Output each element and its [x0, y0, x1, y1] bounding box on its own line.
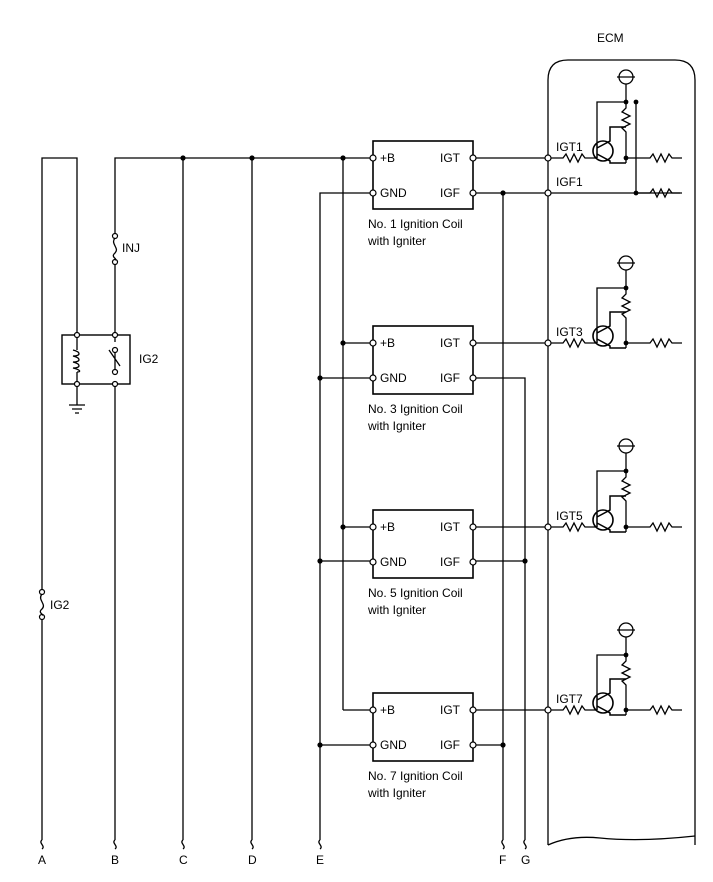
coil-pin-igt: IGT — [440, 520, 461, 534]
wire-b-feed — [342, 158, 373, 711]
ecm-pin-igt5: IGT5 — [556, 509, 583, 523]
connector-A: A — [38, 839, 46, 867]
connector-label: G — [521, 853, 530, 867]
wire-g — [473, 377, 526, 840]
coil-name: No. 3 Ignition Coil — [368, 402, 463, 416]
wire-b — [114, 157, 373, 840]
coil-pin-igt: IGT — [440, 703, 461, 717]
coil-pin-igf: IGF — [440, 555, 460, 569]
coil-name: No. 1 Ignition Coil — [368, 217, 463, 231]
ecm-pin-igt1: IGT1 — [556, 140, 583, 154]
fuse-ig2 — [38, 588, 46, 621]
coil-pin-igf: IGF — [440, 371, 460, 385]
coil-pin-igf: IGF — [440, 738, 460, 752]
ecm-pin-igf1: IGF1 — [556, 175, 583, 189]
ecm-driver-1 — [544, 69, 682, 164]
connector-label: D — [248, 853, 257, 867]
ignition-coil-2: +B GND IGT IGF No. 3 Ignition Coil with Ignit… — [367, 325, 477, 433]
connector-label: A — [38, 853, 46, 867]
ignition-coil-1: +B GND IGT IGF No. 1 Ignition Coil with Ignit… — [367, 140, 477, 248]
wire-a — [41, 157, 78, 840]
connector-G: G — [521, 839, 530, 867]
coil-name-sub: with Igniter — [367, 603, 426, 617]
connector-label: E — [316, 853, 324, 867]
coil-pin-igf: IGF — [440, 186, 460, 200]
ecm-box — [547, 59, 696, 846]
ecm-driver-4 — [544, 622, 682, 716]
connector-label: B — [111, 853, 119, 867]
ecm-pin-igt3: IGT3 — [556, 325, 583, 339]
coil-pin-gnd: GND — [380, 738, 407, 752]
ecm-igf-circuit — [544, 99, 682, 199]
ground-icon — [69, 386, 85, 414]
ig2-relay-label: IG2 — [139, 352, 159, 366]
coil-name-sub: with Igniter — [367, 234, 426, 248]
ecm-driver-2 — [544, 255, 682, 349]
ecm-circuits — [544, 69, 682, 716]
ignition-coil-3: +B GND IGT IGF No. 5 Ignition Coil with Ignit… — [367, 509, 477, 617]
coil-pin-gnd: GND — [380, 371, 407, 385]
wire-f — [473, 193, 504, 840]
fuse-inj — [111, 232, 119, 266]
ecm-driver-3 — [544, 438, 682, 533]
connector-label: F — [499, 853, 506, 867]
coil-name-sub: with Igniter — [367, 419, 426, 433]
ecm-pin-igt7: IGT7 — [556, 692, 583, 706]
coil-pin-gnd: GND — [380, 186, 407, 200]
coil-layer: +B GND IGT IGF No. 1 Ignition Coil with Ignit… — [367, 140, 477, 800]
coil-pin-b: +B — [380, 703, 395, 717]
connector-E: E — [316, 839, 324, 867]
coil-name-sub: with Igniter — [367, 786, 426, 800]
coil-pin-b: +B — [380, 151, 395, 165]
wire-igt-lines — [473, 157, 560, 711]
coil-pin-igt: IGT — [440, 151, 461, 165]
connector-F: F — [499, 839, 506, 867]
fuse-ig2-label: IG2 — [50, 598, 70, 612]
coil-pin-gnd: GND — [380, 555, 407, 569]
coil-pin-igt: IGT — [440, 336, 461, 350]
ecm-label: ECM — [597, 31, 624, 45]
coil-pin-b: +B — [380, 336, 395, 350]
ignition-coil-4: +B GND IGT IGF No. 7 Ignition Coil with Ignit… — [367, 692, 477, 800]
connector-C: C — [179, 839, 188, 867]
connector-layer: A B C D E F G — [38, 839, 530, 867]
fuse-inj-label: INJ — [122, 241, 140, 255]
junction-dots — [180, 155, 528, 748]
coil-name: No. 5 Ignition Coil — [368, 586, 463, 600]
connector-B: B — [111, 839, 119, 867]
connector-label: C — [179, 853, 188, 867]
connector-D: D — [248, 839, 257, 867]
ig2-relay — [61, 331, 131, 388]
coil-name: No. 7 Ignition Coil — [368, 769, 463, 783]
wire-e — [319, 192, 373, 840]
coil-pin-b: +B — [380, 520, 395, 534]
